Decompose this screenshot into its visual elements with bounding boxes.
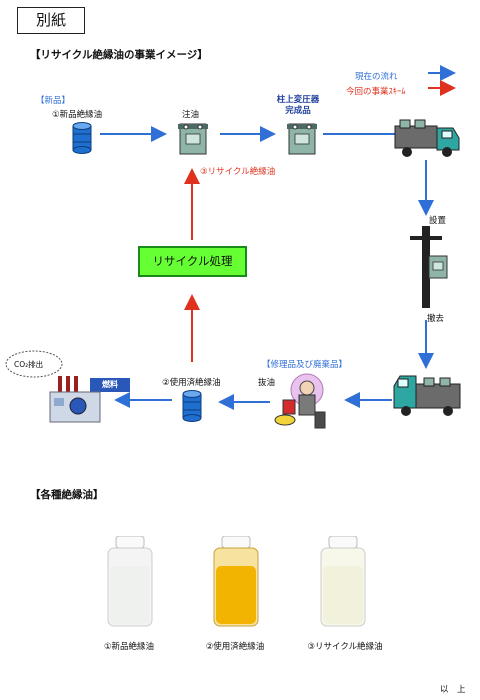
- repair-tag: 【修理品及び廃棄品】: [262, 360, 348, 370]
- transformer-label-line2: 完成品: [285, 106, 311, 116]
- remove-label: 撤去: [427, 314, 445, 324]
- footer-end: 以 上: [440, 685, 466, 695]
- oil-liquid-new: [110, 566, 150, 624]
- oil-bottle-recycled: [311, 535, 375, 632]
- co2-label: CO₂排出: [14, 360, 44, 369]
- caption-recycled-oil: ③リサイクル絶縁油: [307, 642, 383, 652]
- section-title-business-image: 【リサイクル絶縁油の事業イメージ】: [30, 49, 208, 61]
- recycled-oil-label: ③リサイクル絶縁油: [200, 167, 276, 177]
- used-oil-label: ②使用済絶縁油: [162, 378, 221, 388]
- legend-new-scheme-label: 今回の事業ｽｷｰﾑ: [346, 87, 406, 97]
- caption-new-oil: ①新品絶縁油: [103, 642, 155, 652]
- oil-liquid-used: [216, 566, 256, 624]
- new-goods-tag: 【新品】: [36, 96, 71, 106]
- drain-label: 抜油: [258, 378, 276, 388]
- oil-bottle-used: [204, 535, 268, 632]
- section-title-oil-types: 【各種絶縁油】: [30, 489, 104, 501]
- page-label: 別紙: [17, 7, 85, 34]
- recycle-process-box: リサイクル処理: [138, 246, 247, 277]
- install-label: 設置: [429, 216, 447, 226]
- transformer-label-line1: 柱上変圧器: [276, 95, 320, 105]
- oil-bottle-new: [98, 535, 162, 632]
- legend-current-flow-label: 現在の流れ: [355, 72, 398, 82]
- oil-liquid-recycled: [323, 566, 363, 624]
- caption-used-oil: ②使用済絶縁油: [205, 642, 265, 652]
- fuel-badge: 燃料: [90, 378, 130, 392]
- new-oil-label: ①新品絶縁油: [52, 110, 103, 120]
- transformer-label: 柱上変圧器 完成品: [270, 95, 326, 117]
- pour-label: 注油: [182, 110, 200, 120]
